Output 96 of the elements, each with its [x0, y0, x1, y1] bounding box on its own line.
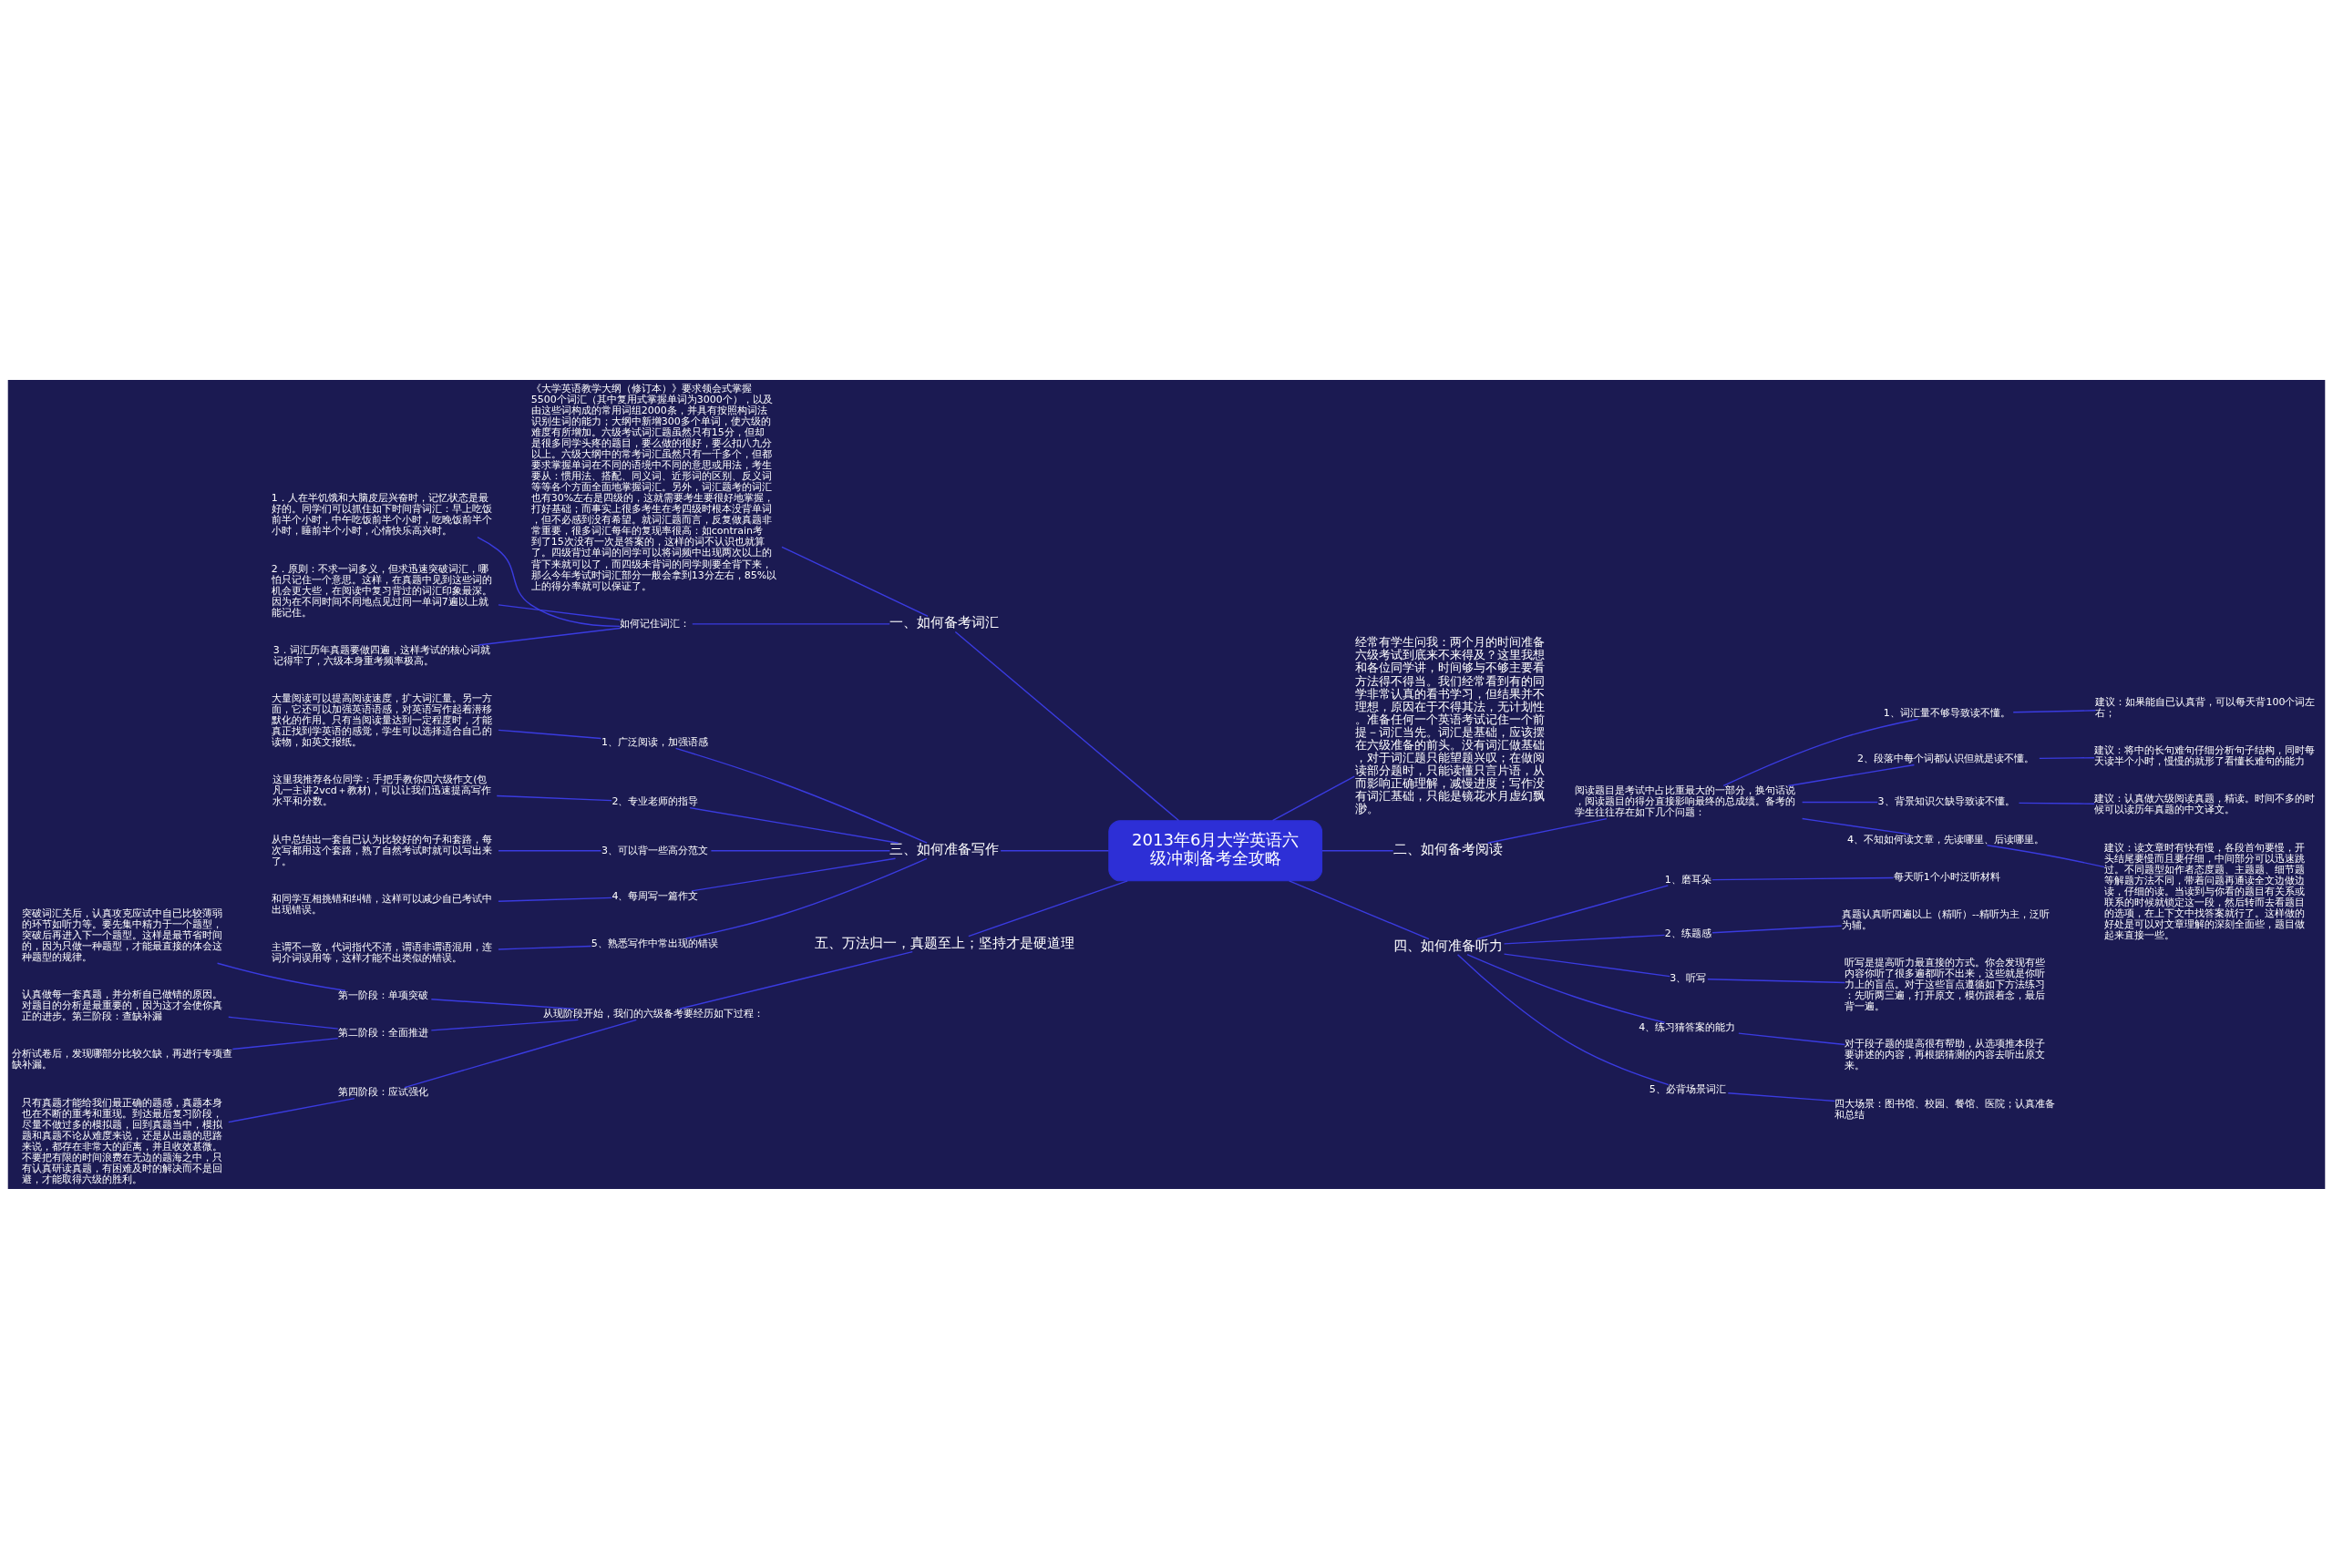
connector — [1738, 1031, 1846, 1045]
connector — [477, 536, 622, 627]
node-text: 2．原则：不求一词多义，但求迅速突破词汇，哪怕只记住一个意思。这样，在真题中见到这些词的机会更大些，在阅读中复习背过的词汇印象最深。因为在不同时间不同地点见过同一单词7遍以上就能记住。 — [271, 562, 492, 619]
node-text: 建议：将中的长句难句仔细分析句子结构，同时每天读半个小时，慢慢的就形了看懂长难句的能力 — [2094, 743, 2316, 767]
node-text: 对于段子题的提高很有帮助，从选项推本段子要讲述的内容，再根据猜测的内容去听出原文来。 — [1845, 1037, 2046, 1071]
connector — [1000, 849, 1110, 851]
connector — [1503, 952, 1670, 977]
connector — [689, 806, 899, 844]
node-box: 2013年6月大学英语六级冲刺备考全攻略 — [1108, 819, 1323, 881]
node-text: 3、可以背一些高分范文 — [601, 844, 708, 856]
node-text: 1．人在半饥饿和大脑皮层兴奋时，记忆状态是最好的。同学们可以抓住如下时间背词汇：早上吃饭前半个小时，中午吃饭前半个小时，吃晚饭前半个小时，睡前半个小时，心情快乐高兴时。 — [271, 491, 492, 537]
connector — [216, 962, 346, 991]
connector — [1321, 849, 1394, 851]
node-text: 5、熟悉写作中常出现的错误 — [591, 937, 718, 949]
node-text: 大量阅读可以提高阅读速度，扩大词汇量。另一方面，它还可以加强英语语感，对英语写作起着潜移默化的作用。只有当阅读量达到一定程度时，才能真正找到学英语的感觉，学生可以选择适合自己的读物，如英文报纸。 — [271, 692, 492, 748]
connector — [496, 794, 612, 801]
connector — [1476, 884, 1669, 939]
node-text: 建议：读文章时有快有慢，各段首句要慢，开头结尾要慢而且要仔细，中间部分可以迅速跳过。不同题型如作者态度题、主题题、细节题等解题方法不同，带着问题再通读全文边做边读，仔细的读。当读到与你看的题目有关系或联系的时候就锁定这一段，然后转而去看题目的选项，在上下文中找答案就行了。这样做的好处是可以对文章理解的深刻全面些，题目做起来直接一些。 — [2104, 841, 2306, 941]
connector — [954, 630, 1180, 821]
node-text: 建议：认真做六级阅读真题，精读。时间不多的时候可以读历年真题的中文译文。 — [2094, 792, 2316, 815]
node-text: 真题认真听四遍以上（精听）--精听为主，泛听为辅。 — [1842, 907, 2050, 931]
connector — [498, 603, 622, 620]
connector — [691, 857, 897, 892]
node-text: 3．词汇历年真题要做四遍，这样考试的核心词就记得牢了，六级本身重考频率极高。 — [272, 643, 490, 667]
connector — [692, 622, 890, 625]
node-text: 4、练习猜答案的能力 — [1639, 1020, 1736, 1033]
connector — [1801, 817, 1911, 835]
node-text: 建议：如果能自已认真背，可以每天背100个词左右； — [2095, 695, 2316, 719]
connector — [674, 747, 928, 844]
connector — [228, 1016, 339, 1030]
connector — [684, 857, 928, 939]
node-text: 经常有学生问我：两个月的时间准备六级考试到底来不来得及？这里我想和各位同学讲，时间够与不够主要看方法得不得当。我们经常看到有的同学非常认真的看书学习，但结果并不理想，原因在于不得其法，无计划性。准备任何一个英语考试记住一个前提－词汇当先。词汇是基础，应该摆在六级准备的前头。没有词汇做基础，对于词汇题只能望题兴叹；在做阅读部分题时，只能读懂只言片语，从而影响正确理解，减慢进度；写作没有词汇基础，只能是镜花水月虚幻飘渺。 — [1354, 634, 1545, 815]
connector — [1271, 775, 1355, 821]
connector — [1801, 801, 1878, 803]
connector — [498, 849, 602, 851]
node-text: 每天听1个小时泛听材料 — [1893, 870, 2000, 883]
node-text: 二、如何备考阅读 — [1393, 840, 1503, 857]
connector — [1722, 718, 1919, 786]
connector — [679, 950, 913, 1009]
connector — [478, 627, 621, 646]
node-text: 分析试卷后，发现哪部分比较欠缺，再进行专项查缺补漏。 — [11, 1047, 232, 1071]
connector — [1787, 764, 1916, 786]
node-text: 五、万法归一，真题至上；坚持才是硬道理 — [814, 934, 1074, 951]
connector — [430, 1019, 580, 1031]
connector — [498, 945, 592, 950]
node-text: 阅读题目是考试中占比重最大的一部分，换句话说，阅读题目的得分直接影响最终的总成绩。备考的学生往往存在如下几个问题： — [1575, 784, 1796, 818]
node-text: 如何记住词汇： — [620, 617, 691, 630]
node-text: 第二阶段：全面推进 — [337, 1026, 428, 1039]
connector — [430, 998, 575, 1009]
node-text: 和同学互相挑错和纠错，这样可以减少自已考试中出现错误。 — [271, 892, 492, 916]
connector — [228, 1097, 355, 1122]
node-text: 四大场景：图书馆、校园、餐馆、医院；认真准备和总结 — [1835, 1096, 2056, 1121]
node-text: 3、背景知识欠缺导致读不懂。 — [1877, 794, 2015, 807]
connector — [404, 1019, 637, 1088]
node-text: 认真做每一套真题，并分析自已做错的原因。对题目的分析是最重要的，因为这才会使你真正的进步。第三阶段：查缺补漏 — [21, 988, 222, 1022]
connector — [1986, 844, 2105, 867]
connector — [2012, 709, 2096, 712]
connector — [1727, 1091, 1836, 1102]
connector — [1503, 934, 1666, 945]
connector — [498, 897, 612, 902]
node-text: 5、必背场景词汇 — [1649, 1082, 1726, 1095]
node-text: 4、不知如何读文章，先读哪里、后读哪里。 — [1847, 833, 2045, 845]
connector — [1711, 924, 1843, 933]
connector — [2039, 756, 2095, 759]
connector — [1466, 953, 1666, 1023]
node-text: 2、段落中每个词都认识但就是读不懂。 — [1857, 752, 2035, 764]
node-text: 突破词汇关后，认真攻克应试中自已比较薄弱的环节如听力等。要先集中精力于一个题型，突破后再进入下一个题型。这样是最节省时间的，因为只做一种题型，才能最直接的体会这种题型的规律。 — [21, 907, 222, 963]
node-text: 1、词汇量不够导致读不懂。 — [1883, 706, 2010, 719]
connector — [231, 1037, 339, 1050]
node-text: 第一阶段：单项突破 — [337, 989, 428, 1001]
node-text: 2、专业老师的指导 — [612, 794, 699, 807]
node-text: 3、听写 — [1670, 971, 1707, 984]
connector — [2018, 802, 2095, 804]
connector — [781, 546, 929, 617]
connector — [968, 879, 1128, 937]
node-text: 三、如何准备写作 — [889, 840, 1000, 857]
node-text: 从现阶段开始，我们的六级备考要经历如下过程： — [542, 1007, 764, 1020]
connector — [1711, 876, 1895, 880]
node-text: 这里我推荐各位同学：手把手教你四六级作文(包凡一主讲2vcd＋教材)，可以让我们迅速提高写作水平和分数。 — [272, 773, 492, 807]
node-text: 从中总结出一套自已认为比较好的句子和套路，每次写都用这个套路，熟了自然考试时就可以写出来了。 — [271, 833, 492, 867]
node-text: 只有真题才能给我们最正确的题感，真题本身也在不断的重考和重现。到达最后复习阶段，尽量不做过多的模拟题，回到真题当中，模拟题和真题不论从难度来说，还是从出题的思路来说，都存在非常大的距离，并且收效甚微。不要把有限的时间浪费在无边的题海之中，只有认真研读真题，有困难及时的解决而不是回避，才能取得六级的胜利。 — [21, 1095, 222, 1185]
node-text: 《大学英语教学大纲（修订本）》要求领会式掌握5500个词汇（其中复用式掌握单词为3000个），以及由这些词构成的常用词组2000条，并具有按照构词法识别生词的能力；大纲中新增300多个单词，使六级的难度有所增加。六级考试词汇题虽然只有15分，但却是很多同学头疼的题目，要么做的很好，要么扣八九分以上。六级大纲中的常考词汇虽然只有一千多个，但都要求掌握单词在不同的语境中不同的意思或用法，考生要从：惯用法、搭配、同义词、近形词的区别、反义词等等各个方面全面地掌握词汇。另外，词汇题考的词汇也有30%左右是四级的，这就需要考生要很好地掌握，打好基础；而事实上很多考生在考四级时根本没背单词，但不必感到没有希望。就词汇题而言，反复做真题非常重要，很多词汇每年的复现率很高：如contrain考到了15次没有一次是答案的，这样的词不认识也就算了。四级背过单词的同学可以将词频中出现两次以上的背下来就可以了，而四级未背词的同学则要全背下来，那么今年考试时词汇部分一般会拿到13分左右，85%以上的得分率就可以保证了。 — [530, 382, 777, 592]
connector — [710, 849, 891, 851]
connector — [1486, 817, 1608, 844]
connector — [1707, 978, 1846, 983]
node-text: 1、广泛阅读，加强语感 — [601, 735, 708, 748]
node-text: 一、如何备考词汇 — [889, 613, 1000, 630]
node-text: 听写是提高听力最直接的方式。你会发现有些内容你听了很多遍都听不出来，这些就是你听力上的盲点。对于这些盲点遵循如下方法练习：先听两三遍，打开原文，模仿跟着念，最后背一遍。 — [1845, 956, 2046, 1012]
connector — [498, 729, 602, 739]
connector — [1456, 953, 1670, 1085]
node-text: 主谓不一致，代词指代不清，谓语非谓语混用，连词介词误用等，这样才能不出类似的错误。 — [271, 940, 492, 964]
node-text: 1、磨耳朵 — [1664, 873, 1711, 886]
node-text: 2、练题感 — [1664, 927, 1711, 939]
node-text: 4、每周写一篇作文 — [612, 889, 699, 902]
connector — [1288, 879, 1430, 939]
node-text: 四、如何准备听力 — [1393, 937, 1503, 954]
